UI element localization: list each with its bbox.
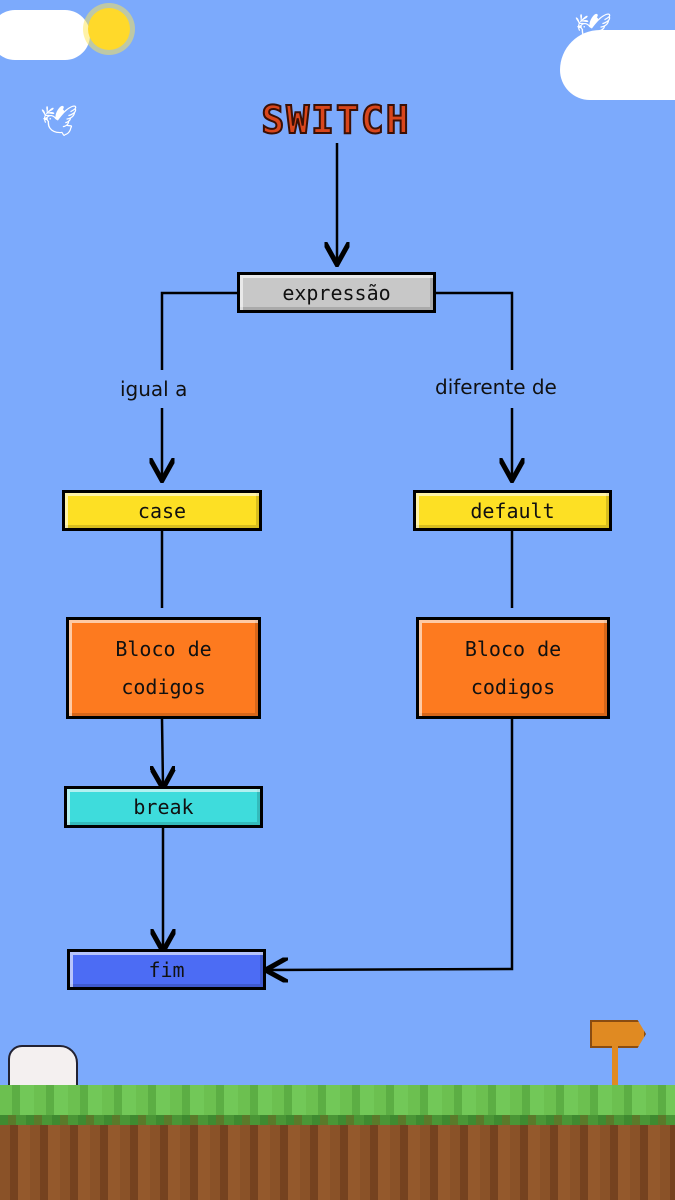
edge-label-equal: igual a — [116, 377, 192, 401]
default-node: default — [413, 490, 612, 531]
signpost-icon — [590, 1020, 646, 1048]
edge-expression-case — [160, 291, 237, 370]
bird-icon: 🕊 — [574, 12, 613, 47]
edge-block-end — [268, 719, 514, 970]
cat-sprite — [8, 1045, 78, 1089]
page-title: SWITCH — [260, 97, 411, 143]
edge-label-different: diferente de — [431, 375, 561, 399]
code-block-right: Bloco de codigos — [416, 617, 610, 719]
bird-icon: 🕊 — [40, 104, 79, 139]
end-node: fim — [67, 949, 266, 990]
case-node: case — [62, 490, 262, 531]
sun-icon — [88, 8, 130, 50]
cloud-top-left — [0, 10, 90, 60]
dirt-ground — [0, 1125, 675, 1200]
break-node: break — [64, 786, 263, 828]
edge-block-break — [162, 718, 163, 786]
cloud-top-right — [560, 30, 675, 100]
edge-expression-default — [436, 291, 514, 370]
code-block-left: Bloco de codigos — [66, 617, 261, 719]
signpost-pole — [612, 1044, 618, 1085]
expression-node: expressão — [237, 272, 436, 313]
